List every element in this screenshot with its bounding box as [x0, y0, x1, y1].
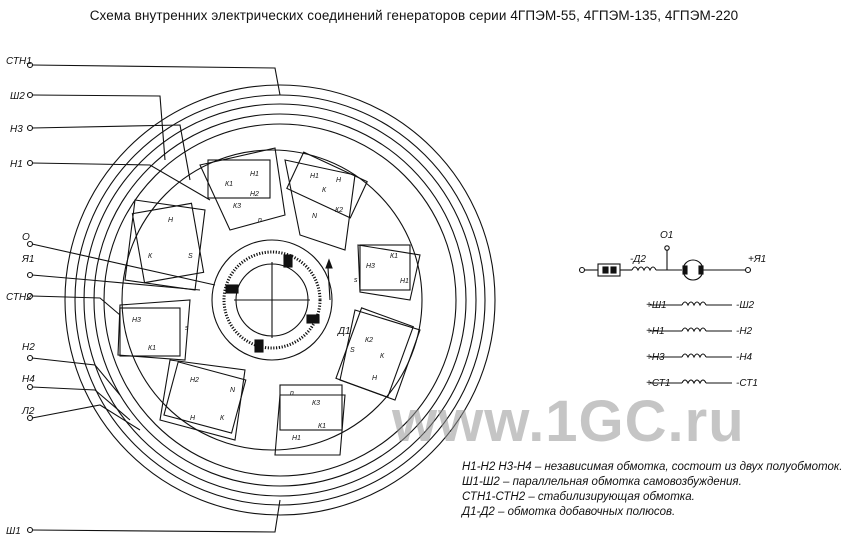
pole-top-right [284, 151, 368, 251]
coil-label: N [230, 387, 236, 394]
outer-ring-4 [93, 113, 467, 487]
legend: Н1-Н2 Н3-Н4 – независимая обмотка, состо… [462, 460, 842, 520]
terminal-label: Я1 [21, 254, 34, 265]
coil-label: К2 [365, 337, 373, 344]
pole-right [357, 244, 421, 301]
coil-label: Н [336, 177, 342, 184]
terminal-label: Н4 [22, 374, 35, 385]
coil-label: N [312, 213, 318, 220]
coil-label: К [148, 253, 153, 260]
pole-top-left [124, 199, 206, 291]
coil-label: s [354, 277, 358, 284]
pole-left [117, 299, 191, 361]
schematic-labels: О1 -Д2 +Я1 +Ш1 -Ш2 +Н1 -Н2 +Н3 -Н4 +СТ1 … [630, 230, 766, 389]
schematic-label: -Н2 [736, 326, 753, 337]
terminal-labels: СТН1 Ш2 Н3 Н1 О Я1 СТН2 Н2 Н4 Л2 Ш1 [6, 56, 35, 537]
outer-ring-5 [103, 123, 457, 477]
schematic-label: +Н1 [646, 326, 665, 337]
pole-top [199, 147, 286, 231]
schematic-label: +Ш1 [646, 300, 667, 311]
coil-label: Н2 [190, 377, 199, 384]
coil-label: S [350, 347, 355, 354]
coil-label: Н [168, 217, 174, 224]
coil-label: n [258, 217, 262, 224]
schematic-label: О1 [660, 230, 673, 241]
legend-line: Д1-Д2 – обмотка добавочных полюсов. [462, 506, 676, 518]
coil-label: Н [372, 375, 378, 382]
terminal-label: СТН1 [6, 56, 32, 67]
coil-label: Н3 [366, 263, 375, 270]
coil-label: К1 [318, 423, 326, 430]
terminal-label: СТН2 [6, 292, 32, 303]
schematic-label: +Н3 [646, 352, 665, 363]
legend-line: Н1-Н2 Н3-Н4 – независимая обмотка, состо… [462, 461, 842, 473]
coil-labels: Н1 К1 Н2 К3 n Н1 К Н N К2 К1 Н1 s Н3 Н К… [132, 171, 409, 442]
terminal-label: Н2 [22, 342, 35, 353]
coil-label: К2 [335, 207, 343, 214]
schematic-label: -Д2 [630, 254, 646, 265]
schematic-label: -Н4 [736, 352, 753, 363]
coil-label: Н1 [292, 435, 301, 442]
terminal-label: Н3 [10, 124, 23, 135]
pole-bottom-left [159, 359, 247, 441]
watermark-text: www.1GC.ru [392, 389, 745, 454]
brush-left [225, 284, 239, 294]
coil-label: Н [190, 415, 196, 422]
outer-ring-1 [64, 84, 496, 516]
coil-label: Н1 [310, 173, 319, 180]
coil-label: Н3 [132, 317, 141, 324]
equivalent-schematic [578, 245, 752, 385]
schematic-label: -Ш2 [736, 300, 755, 311]
terminal-label: Л2 [21, 406, 35, 417]
armature-commutator-outer [222, 250, 322, 350]
coil-label: К1 [390, 253, 398, 260]
coil-label: n [290, 390, 294, 397]
coil-label: S [188, 253, 193, 260]
armature-ring [211, 239, 333, 361]
coil-label: Н2 [250, 191, 259, 198]
terminal-label: Н1 [10, 159, 23, 170]
coil-label: К [380, 353, 385, 360]
coil-label: К3 [233, 203, 241, 210]
pole-bottom-right [335, 307, 421, 401]
schematic-label: +Я1 [748, 254, 766, 265]
coil-label: Н1 [400, 278, 409, 285]
pole-bottom [274, 384, 346, 456]
coil-label: К [220, 415, 225, 422]
coil-label: К [322, 187, 327, 194]
legend-line: СТН1-СТН2 – стабилизирующая обмотка. [462, 491, 695, 503]
schematic-coils [650, 301, 732, 385]
schematic-label: -СТ1 [736, 378, 758, 389]
coil-label: Д1 [337, 326, 351, 337]
coil-label: Н1 [250, 171, 259, 178]
legend-line: Ш1-Ш2 – параллельная обмотка самовозбужд… [462, 476, 742, 488]
brush-right [306, 314, 320, 324]
coil-label: s [185, 325, 189, 332]
coil-label: К1 [225, 181, 233, 188]
terminal-leads [26, 61, 281, 534]
coil-label: К3 [312, 400, 320, 407]
schematic-label: +СТ1 [646, 378, 670, 389]
brush-top [283, 254, 293, 268]
terminal-label: Ш1 [6, 526, 21, 537]
terminal-label: Ш2 [10, 91, 25, 102]
terminal-label: О [22, 232, 30, 243]
inner-ring-1 [121, 149, 423, 451]
coil-label: К1 [148, 345, 156, 352]
outer-ring-3 [83, 103, 477, 497]
brush-bottom [254, 339, 264, 353]
diagram-title: Схема внутренних электрических соединени… [89, 8, 739, 23]
